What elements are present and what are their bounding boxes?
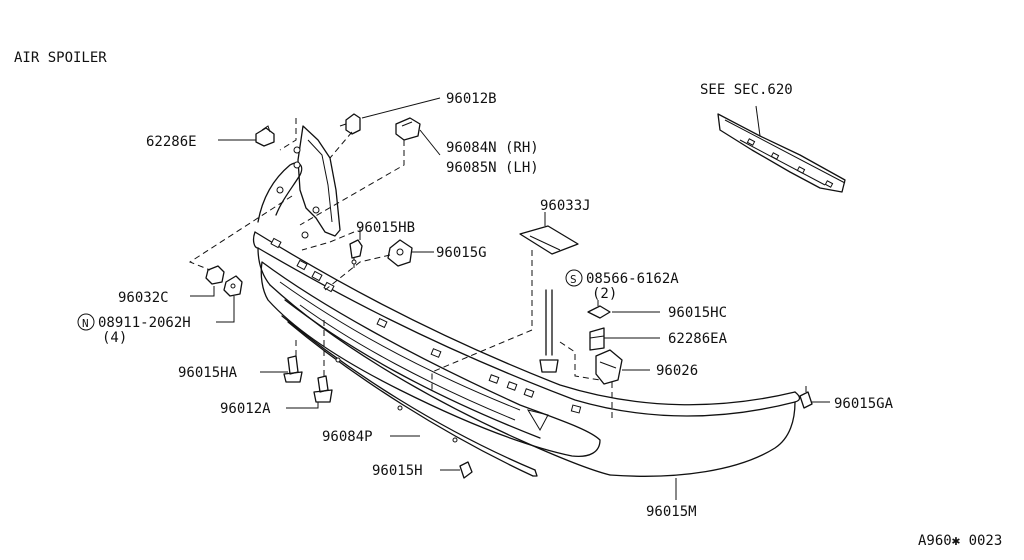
figure-code: A960✱ 0023 bbox=[918, 533, 1002, 549]
washer-96032c bbox=[205, 265, 225, 285]
callout-96033j: 96033J bbox=[540, 198, 591, 214]
callout-96084n: 96084N (RH) bbox=[446, 140, 539, 156]
clip-96015h bbox=[459, 461, 473, 479]
callout-96015g: 96015G bbox=[436, 245, 487, 261]
bracket-96026 bbox=[595, 349, 623, 385]
callout-62286e: 62286E bbox=[146, 134, 197, 150]
callout-96015hb: 96015HB bbox=[356, 220, 415, 236]
s-symbol-icon bbox=[565, 269, 583, 287]
grommet-62286e bbox=[255, 125, 275, 147]
callout-see-sec-620: SEE SEC.620 bbox=[700, 82, 793, 98]
clip-96015ga bbox=[799, 386, 813, 409]
callout-96012b: 96012B bbox=[446, 91, 497, 107]
diagram-title: AIR SPOILER bbox=[14, 50, 107, 66]
callout-08566: 08566-6162A bbox=[586, 271, 679, 287]
clip-96015hc bbox=[587, 300, 611, 319]
tape-96033j bbox=[519, 225, 579, 255]
callout-08566-qty: (2) bbox=[592, 286, 617, 302]
callout-08911-qty: (4) bbox=[102, 330, 127, 346]
callout-96084p: 96084P bbox=[322, 429, 373, 445]
clip-96012a bbox=[313, 375, 333, 403]
callout-96015m: 96015M bbox=[646, 504, 697, 520]
n-symbol-icon bbox=[77, 313, 95, 331]
clip-96015ha bbox=[283, 355, 303, 383]
callout-96032c: 96032C bbox=[118, 290, 169, 306]
assembly-lines bbox=[188, 118, 613, 420]
callout-96015h: 96015H bbox=[372, 463, 423, 479]
s-symbol-letter: S bbox=[570, 273, 577, 286]
bumper-reinforcement bbox=[717, 113, 846, 193]
clip-96015hb bbox=[349, 239, 363, 268]
callout-62286ea: 62286EA bbox=[668, 331, 728, 347]
nut-08911 bbox=[223, 275, 243, 297]
n-symbol-letter: N bbox=[82, 317, 89, 330]
callout-96015ga: 96015GA bbox=[834, 396, 894, 412]
clip-96012b bbox=[339, 113, 361, 135]
side-bracket bbox=[257, 125, 341, 239]
callout-96015ha: 96015HA bbox=[178, 365, 238, 381]
screw-08566 bbox=[539, 289, 559, 373]
callout-08911: 08911-2062H bbox=[98, 315, 191, 331]
leader-lines bbox=[190, 97, 830, 500]
callout-96085n: 96085N (LH) bbox=[446, 160, 539, 176]
grommet-62286ea bbox=[589, 327, 605, 351]
callout-96015hc: 96015HC bbox=[668, 305, 727, 321]
bracket-96084n bbox=[395, 117, 421, 141]
spoiler-strip-96084p bbox=[281, 315, 538, 477]
callout-96026: 96026 bbox=[656, 363, 698, 379]
nut-96015g bbox=[387, 239, 413, 267]
callout-96012a: 96012A bbox=[220, 401, 271, 417]
